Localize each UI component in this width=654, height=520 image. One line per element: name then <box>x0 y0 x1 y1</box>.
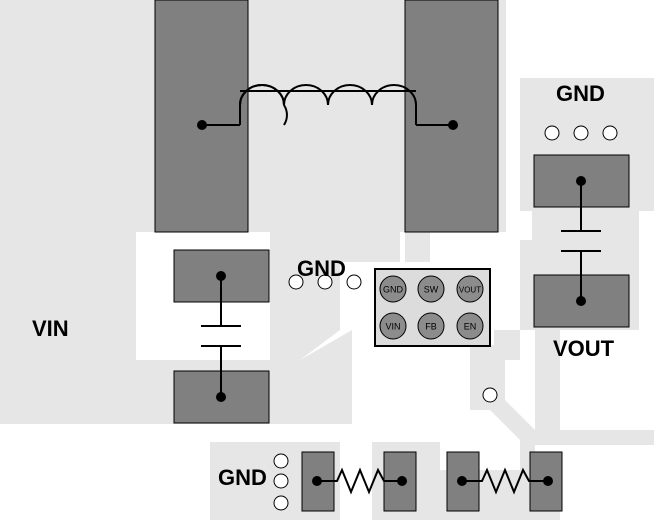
inductor-pad-right <box>404 0 499 233</box>
input-cap-terminal-top <box>216 271 226 281</box>
via-top-right-3 <box>602 125 618 141</box>
ic-pin-vout: VOUT <box>456 275 484 303</box>
gnd-center-pour <box>270 232 400 360</box>
via-bottom-2 <box>273 473 289 489</box>
trace-right-lower <box>535 240 654 445</box>
ic-pin-vout-label: VOUT <box>459 286 481 295</box>
trace-center-vertical <box>405 232 430 262</box>
gnd-label-bottom: GND <box>218 465 267 490</box>
ic-pin-vin: VIN <box>379 312 407 340</box>
resistor2-terminal-right <box>543 476 553 486</box>
input-cap-terminal-bottom <box>216 392 226 402</box>
ic-pin-en-label: EN <box>464 322 477 332</box>
ic-package: GND SW VOUT VIN FB EN <box>374 268 491 347</box>
vout-label: VOUT <box>553 336 615 361</box>
input-capacitor-symbol <box>201 276 241 397</box>
output-cap-terminal-bottom <box>576 296 586 306</box>
via-top-right-2 <box>573 125 589 141</box>
output-cap-terminal-top <box>576 176 586 186</box>
inductor-symbol <box>203 84 453 126</box>
vin-label: VIN <box>32 316 69 341</box>
via-center-3 <box>346 274 362 290</box>
via-top-right-1 <box>544 125 560 141</box>
ic-pin-vin-label: VIN <box>385 322 400 332</box>
via-bottom-3 <box>273 495 289 511</box>
ic-pin-gnd: GND <box>379 275 407 303</box>
gnd-label-center: GND <box>297 256 346 281</box>
via-feedback <box>482 387 498 403</box>
resistor1-terminal-left <box>312 476 322 486</box>
ic-pin-en: EN <box>456 312 484 340</box>
ic-pin-fb-label: FB <box>425 322 437 332</box>
resistor2-terminal-left <box>457 476 467 486</box>
ic-pin-sw: SW <box>417 275 445 303</box>
resistor1-terminal-right <box>397 476 407 486</box>
output-capacitor-symbol <box>561 181 601 301</box>
gnd-label-top-right: GND <box>556 81 605 106</box>
ic-pin-sw-label: SW <box>424 285 439 295</box>
via-center-1 <box>288 274 304 290</box>
via-bottom-1 <box>273 453 289 469</box>
ic-pin-fb: FB <box>417 312 445 340</box>
inductor-terminal-left <box>197 120 207 130</box>
resistor1-symbol <box>317 467 402 495</box>
inductor-terminal-right <box>448 120 458 130</box>
feedback-trace <box>470 330 535 520</box>
resistor2-symbol <box>462 467 548 495</box>
inductor-pad-left <box>154 0 249 233</box>
ic-pin-gnd-label: GND <box>383 285 404 295</box>
via-center-2 <box>317 274 333 290</box>
via-group <box>273 125 618 511</box>
